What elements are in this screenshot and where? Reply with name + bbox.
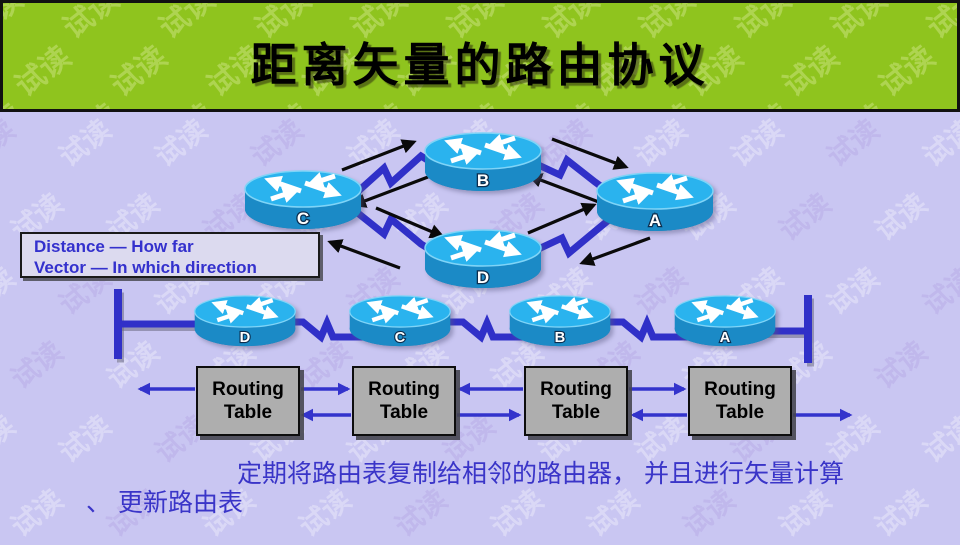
router-label: C [395, 330, 406, 346]
footer-line-1: 定期将路由表复制给相邻的路由器， 并且进行矢量计算 [237, 460, 844, 488]
arrow-c-to-b [341, 139, 417, 172]
router-arrows-glyph [444, 231, 522, 262]
router-icon: D [424, 229, 542, 288]
router-arrows-glyph [366, 296, 434, 324]
bus-seg-b-a [560, 314, 725, 343]
routing-table-label-line1: Routing [540, 379, 612, 400]
router-icon: A [674, 295, 776, 347]
routing-table-label-line2: Table [379, 402, 429, 423]
routing-table-label-line2: Table [551, 402, 601, 423]
routing-table-box: Routing Table [196, 366, 300, 436]
router-icon: C [349, 295, 451, 347]
distance-vector-info-box: Distance — How far Vector — In which dir… [20, 232, 320, 278]
router-label: B [477, 171, 489, 190]
link-b-a [530, 154, 609, 193]
routing-table-label-line2: Table [715, 402, 765, 423]
router-label: B [555, 330, 566, 346]
router-arrows-glyph [526, 296, 594, 324]
router-label: A [649, 211, 661, 230]
router-icon: D [194, 295, 296, 347]
link-d-a [530, 216, 613, 259]
arrow-b-to-a [551, 137, 629, 170]
router-label: D [240, 330, 251, 346]
slide-header: 试读试读试读试读试读试读试读试读试读试读试读试读试读试读试读试读试读试读试读试读… [0, 0, 960, 112]
bus-seg-c-b [400, 314, 560, 343]
router-label: C [297, 209, 309, 228]
routing-table-box: Routing Table [524, 366, 628, 436]
arrow-d-to-c [327, 239, 401, 270]
arrow-b-to-c [351, 175, 429, 208]
router-icon: A [596, 172, 714, 231]
diamond-arrows [327, 137, 651, 270]
router-arrows-glyph [211, 296, 279, 324]
router-label: D [477, 268, 489, 287]
router-arrows-glyph [264, 172, 342, 203]
router-arrows-glyph [616, 174, 694, 205]
routing-table-label-line1: Routing [368, 379, 440, 400]
slide-title: 距离矢量的路由协议 [250, 39, 710, 91]
arrow-c-to-d [375, 206, 445, 239]
info-line-vector: Vector — In which direction [34, 258, 257, 277]
routing-table-label-line1: Routing [212, 379, 284, 400]
arrow-a-to-d [579, 236, 651, 266]
routing-table-label-line1: Routing [704, 379, 776, 400]
routing-table-label-line2: Table [223, 402, 273, 423]
router-arrows-glyph [691, 296, 759, 324]
table-arrows [137, 382, 853, 422]
routing-table-box: Routing Table [688, 366, 792, 436]
router-icon: C [244, 170, 362, 229]
router-label: A [720, 330, 731, 346]
arrow-d-to-a [527, 202, 597, 235]
info-line-distance: Distance — How far [34, 237, 194, 256]
router-icon: B [509, 295, 611, 347]
routing-table-box: Routing Table [352, 366, 456, 436]
router-icon: B [424, 132, 542, 191]
footer-line-2: 、 更新路由表 [86, 489, 243, 517]
router-arrows-glyph [444, 134, 522, 165]
